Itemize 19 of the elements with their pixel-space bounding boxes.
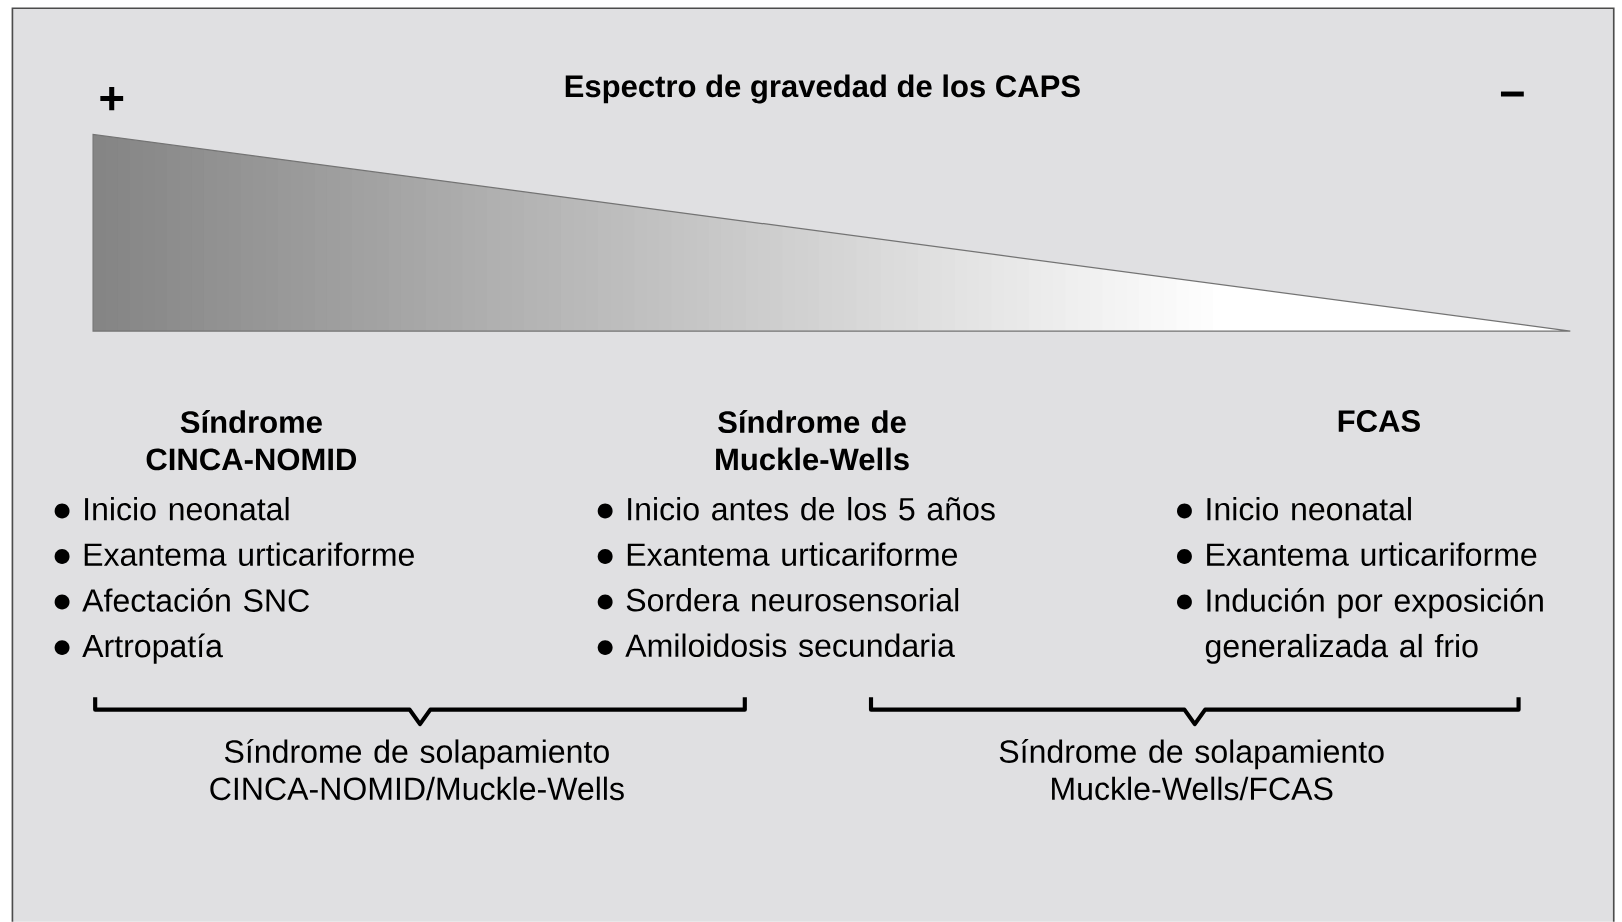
- overlap-label: Síndrome de solapamiento Muckle-Wells/FCAS: [999, 739, 1384, 801]
- column-heading: FCAS: [1338, 410, 1420, 433]
- list-item: Sordera neurosensorial: [626, 588, 959, 612]
- title: Espectro de gravedad de los CAPS: [565, 74, 1080, 104]
- list-item: Exantema urticariforme: [627, 542, 958, 567]
- severity-sign: +: [100, 87, 124, 111]
- list-item: Inicio neonatal: [1207, 497, 1411, 521]
- column-heading: Síndrome CINCA-NOMID: [146, 410, 357, 471]
- column-heading: Síndrome de Muckle-Wells: [716, 410, 909, 471]
- list-item: Exantema urticariforme: [84, 542, 414, 567]
- severity-sign: −: [1500, 91, 1524, 97]
- list-item: Artropatía: [82, 633, 223, 664]
- list-item: Inicio neonatal: [85, 497, 289, 521]
- list-item: Indución por exposición generalizada al frio: [1205, 588, 1543, 664]
- list-item: Afectación SNC: [82, 588, 309, 613]
- list-item: Amiloidosis secundaria: [625, 633, 955, 658]
- overlap-label: Síndrome de solapamiento CINCA-NOMID/Muckle-Wells: [210, 739, 624, 801]
- list-item: Inicio antes de los 5 años: [628, 497, 995, 521]
- list-item: Exantema urticariforme: [1207, 542, 1537, 567]
